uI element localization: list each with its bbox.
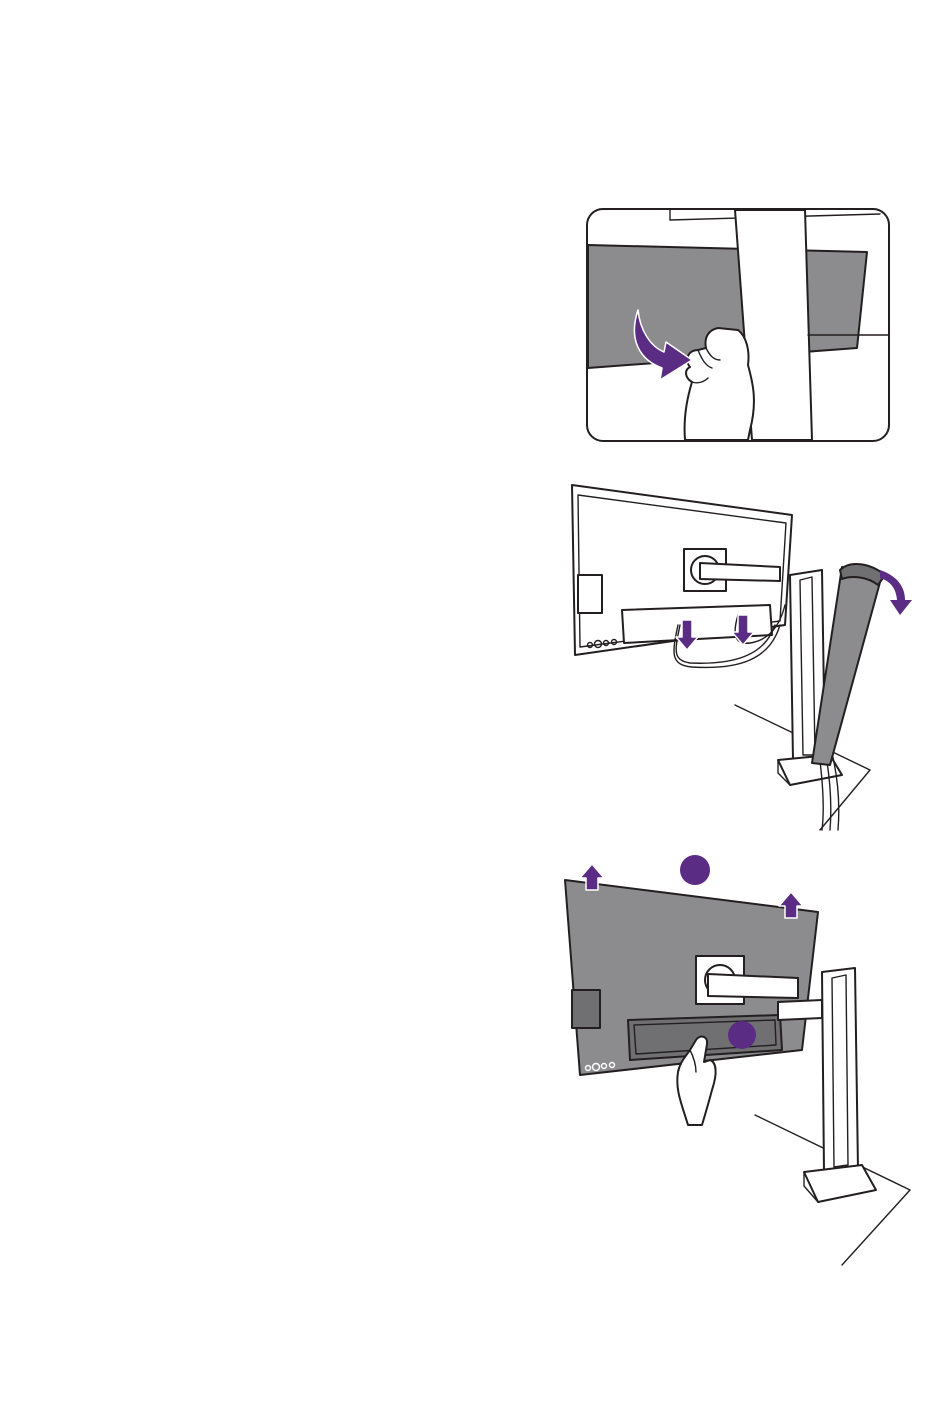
cable-management-illustration	[560, 475, 930, 845]
stand-column	[822, 968, 858, 1172]
remove-cover-illustration	[580, 200, 900, 450]
stand-base	[804, 1165, 876, 1202]
step-marker	[680, 855, 710, 885]
rotate-arrow-icon	[880, 570, 912, 615]
step-marker	[728, 1021, 756, 1049]
lift-monitor-illustration	[550, 850, 930, 1270]
